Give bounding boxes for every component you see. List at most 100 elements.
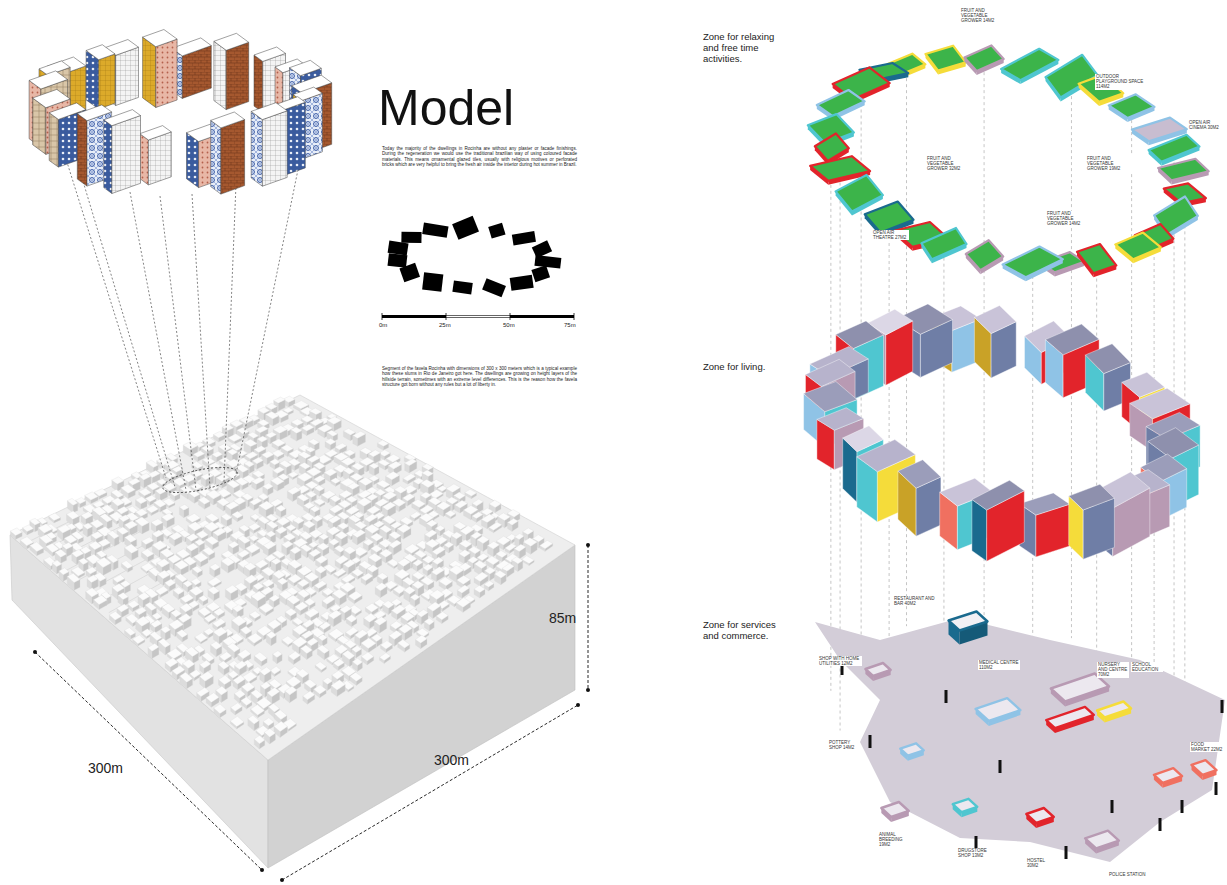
- roof-face: [371, 545, 382, 552]
- roof-face: [274, 397, 286, 403]
- roof-face: [489, 500, 501, 507]
- roof-face: [353, 431, 366, 438]
- roof-face: [357, 498, 371, 507]
- roof-face: [512, 557, 523, 564]
- roof-face: [445, 510, 455, 516]
- roof-face: [306, 447, 315, 452]
- building-box: [325, 439, 336, 451]
- building-box: [495, 571, 507, 585]
- roof-face: [523, 538, 537, 547]
- roof-face: [266, 521, 278, 529]
- building-box: [508, 519, 519, 532]
- roof-face: [382, 502, 396, 510]
- building-box: [162, 513, 175, 528]
- building-box: [213, 431, 225, 442]
- roof-face: [316, 556, 328, 564]
- roof-face: [422, 464, 433, 470]
- roof-face: [89, 541, 102, 550]
- roof-face: [121, 561, 132, 569]
- roof-face: [228, 434, 242, 442]
- roof-face: [194, 553, 208, 563]
- roof-face: [183, 441, 198, 449]
- roof-face: [496, 536, 510, 545]
- roof-face: [10, 528, 22, 536]
- roof-face: [428, 497, 441, 505]
- roof-face: [287, 487, 300, 495]
- illustration-part: [97, 557, 180, 603]
- roof-face: [420, 479, 434, 487]
- roof-face: [162, 513, 175, 521]
- roof-face: [355, 521, 367, 529]
- roof-face: [146, 460, 158, 467]
- roof-face: [303, 520, 315, 528]
- building-box: [155, 487, 167, 501]
- roof-face: [55, 549, 67, 557]
- building-box: [377, 440, 388, 450]
- roof-face: [352, 529, 365, 537]
- roof-face: [111, 498, 124, 506]
- roof-face: [206, 490, 221, 499]
- roof-face: [397, 524, 411, 533]
- roof-face: [136, 497, 148, 504]
- roof-face: [30, 542, 44, 551]
- roof-face: [325, 439, 336, 445]
- roof-face: [540, 540, 553, 548]
- roof-face: [319, 534, 329, 540]
- roof-face: [400, 517, 413, 525]
- roof-face: [431, 567, 444, 575]
- roof-face: [257, 436, 268, 442]
- roof-face: [237, 427, 249, 434]
- roof-face: [297, 472, 312, 481]
- roof-face: [310, 506, 320, 512]
- roof-face: [378, 459, 390, 466]
- roof-face: [100, 514, 112, 522]
- roof-face: [121, 484, 136, 493]
- building-box: [353, 431, 366, 446]
- building-box: [169, 532, 182, 546]
- roof-face: [306, 491, 317, 497]
- roof-face: [389, 540, 402, 548]
- roof-face: [425, 530, 437, 538]
- roof-face: [152, 541, 167, 551]
- roof-face: [317, 543, 329, 551]
- roof-face: [124, 521, 137, 529]
- roof-face: [281, 445, 293, 452]
- roof-face: [348, 515, 361, 523]
- roof-face: [286, 524, 296, 530]
- roof-face: [271, 477, 284, 485]
- roof-face: [405, 459, 417, 466]
- roof-face: [338, 522, 349, 529]
- roof-face: [449, 565, 464, 575]
- roof-face: [343, 560, 355, 568]
- roof-face: [331, 478, 341, 484]
- building-box: [198, 497, 210, 509]
- roof-face: [273, 467, 285, 474]
- roof-face: [496, 551, 507, 558]
- roof-face: [398, 558, 411, 566]
- building-box: [30, 542, 44, 556]
- roof-face: [309, 541, 318, 547]
- roof-face: [139, 488, 152, 496]
- roof-face: [96, 550, 106, 557]
- roof-face: [334, 569, 346, 577]
- roof-face: [327, 417, 341, 425]
- building-box: [232, 511, 243, 521]
- roof-face: [477, 536, 489, 544]
- roof-face: [238, 550, 250, 558]
- roof-face: [244, 439, 257, 446]
- roof-face: [212, 451, 223, 457]
- roof-face: [344, 450, 355, 456]
- roof-face: [495, 571, 507, 579]
- roof-face: [125, 544, 139, 553]
- roof-face: [186, 513, 200, 522]
- roof-face: [444, 542, 454, 548]
- illustration-part: [62, 529, 144, 572]
- roof-face: [288, 472, 298, 478]
- roof-face: [415, 550, 427, 558]
- roof-face: [203, 547, 215, 555]
- roof-face: [245, 452, 258, 459]
- roof-face: [67, 511, 80, 519]
- roof-face: [309, 549, 321, 557]
- roof-face: [324, 469, 337, 477]
